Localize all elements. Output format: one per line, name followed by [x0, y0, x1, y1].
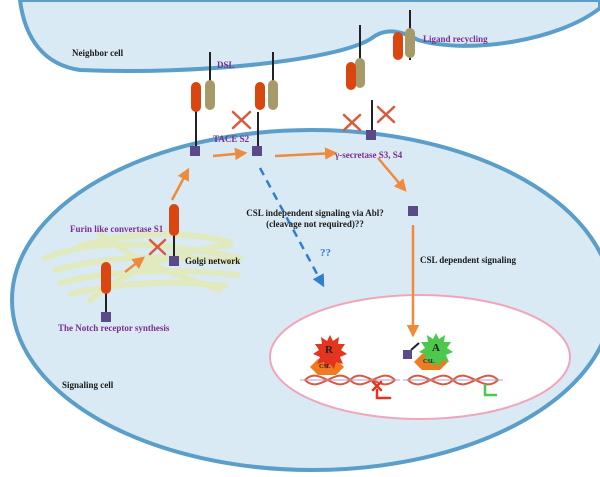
transcription-arrow: [483, 384, 497, 397]
pathway-arrows: [124, 147, 420, 338]
activator-starburst: [419, 333, 453, 367]
csl-dependent-label: CSL dependent signaling: [420, 255, 517, 265]
repressor-label: R: [325, 344, 333, 356]
tace-s2-label: TACE S2: [213, 134, 250, 144]
gamma-cleavage-cross-left: [342, 113, 362, 132]
dna-left: [300, 374, 400, 386]
gamma-secretase-label: γ-secretase S3, S4: [335, 150, 403, 160]
notch-synthesis-label: The Notch receptor synthesis: [58, 323, 170, 333]
repressor-starburst: [313, 335, 347, 369]
notch-receptor-golgi: [169, 204, 179, 266]
csl-independent-line2: (cleavage not required)??: [266, 219, 364, 229]
csl-left-label: CSL: [319, 364, 331, 370]
golgi-label: Golgi network: [185, 256, 241, 266]
ligand-recycling-pair: [393, 10, 415, 60]
dsl-label: DSL: [217, 60, 235, 70]
furin-label: Furin like convertase S1: [70, 224, 164, 234]
furin-cleavage-cross: [148, 238, 167, 256]
neighbor-cell: [17, 0, 600, 73]
repression-cross: [371, 380, 392, 400]
nicd-fragment: [408, 206, 418, 216]
notch-receptor-synthesis: [101, 262, 111, 322]
tace-cleavage-cross: [231, 110, 252, 130]
tace-notch-pair: [252, 52, 278, 156]
nicd-bound: [403, 342, 420, 359]
csl-independent-label: CSL independent signaling via Abl? (clea…: [225, 208, 405, 230]
signaling-cell: [10, 128, 600, 472]
dsl-notch-pair: [190, 52, 215, 156]
ligand-recycling-label: Ligand recycling: [423, 34, 488, 44]
gamma-secretase-pair: [346, 25, 376, 140]
csl-independent-line1: CSL independent signaling via Abl?: [246, 208, 384, 218]
neighbor-cell-label: Neighbor cell: [72, 48, 124, 58]
dna-right: [403, 374, 503, 386]
csl-right-label: CSL: [423, 359, 435, 365]
activator-label: A: [432, 342, 440, 354]
signaling-cell-label: Signaling cell: [62, 380, 114, 390]
question-marks-label: ??: [320, 247, 331, 259]
gamma-cleavage-cross-right: [376, 105, 396, 124]
